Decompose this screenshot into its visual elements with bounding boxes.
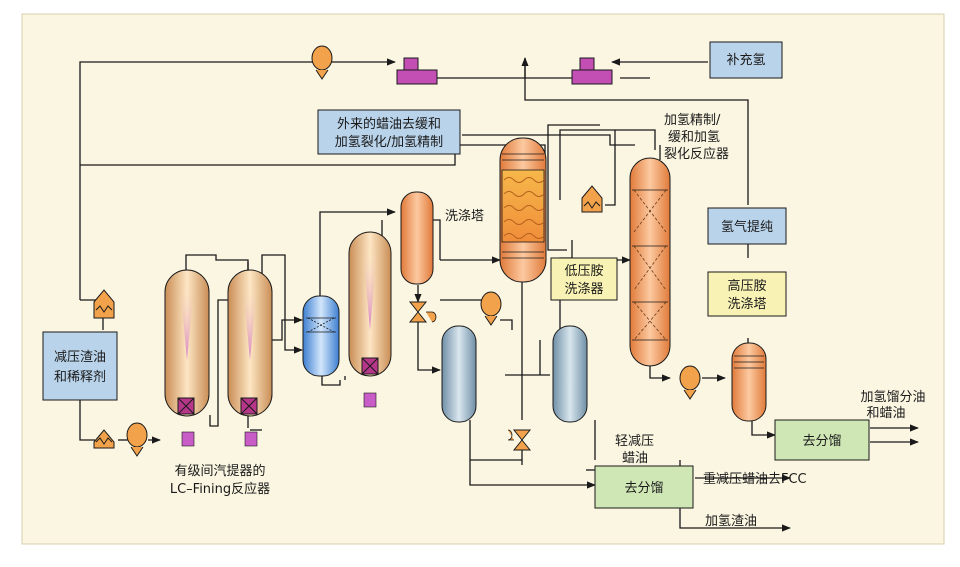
lc-fining-reactor-2 — [227, 269, 273, 447]
distillate-label-line1: 加氢馏分油 — [860, 390, 925, 405]
light-vgo-label-line2: 蜡油 — [622, 451, 648, 466]
light-vgo-label-line1: 轻减压 — [615, 434, 654, 449]
fractionation-label-2: 去分馏 — [624, 481, 663, 496]
diagram-background — [21, 13, 945, 545]
compressor-icon — [396, 57, 438, 85]
heavy-vgo-label: 重减压蜡油去FCC — [703, 471, 807, 487]
external-feed-label-line2: 加氢裂化/加氢精制 — [335, 135, 443, 150]
pump-icon — [480, 291, 502, 326]
heater-icon — [581, 185, 603, 213]
hydrotreating-reactor — [629, 157, 671, 367]
hp-amine-label-line1: 高压胺 — [727, 278, 766, 294]
heater-icon — [93, 429, 115, 449]
hydro-residue-label: 加氢渣油 — [705, 514, 757, 529]
pump-icon — [126, 422, 148, 457]
makeup-h2-box — [709, 41, 783, 79]
lp-separator-vessel — [441, 325, 477, 423]
blue-separator-vessel — [302, 295, 340, 377]
makeup-h2-label: 补充氢 — [726, 52, 765, 68]
stripper-vessel — [552, 325, 588, 423]
lc-fining-label-line1: 有级间汽提器的 — [174, 463, 265, 479]
lc-fining-reactor-3 — [348, 231, 392, 408]
hp-amine-label-line2: 洗涤塔 — [727, 297, 766, 312]
h2-purification-box — [707, 207, 787, 245]
wash-tower — [499, 137, 547, 283]
hydrotreating-label-line2: 缓和加氢 — [668, 130, 720, 145]
heater-icon — [93, 289, 115, 319]
lp-amine-box — [550, 257, 618, 301]
lc-fining-label-line2: LC–Fining反应器 — [170, 481, 270, 497]
pump-icon — [311, 45, 333, 80]
control-valve-icon — [507, 429, 532, 451]
compressor-icon — [571, 57, 613, 85]
control-valve-icon — [408, 301, 437, 323]
fractionation-label-1: 去分馏 — [802, 434, 841, 449]
external-feed-label-line1: 外来的蜡油去缓和 — [337, 116, 441, 132]
pump-icon — [679, 365, 701, 400]
hydrotreating-label-line1: 加氢精制/ — [664, 113, 721, 128]
lp-amine-label-line1: 低压胺 — [564, 264, 603, 279]
fractionation-box-1 — [774, 419, 870, 461]
distillate-label-line2: 和蜡油 — [866, 406, 905, 421]
product-separator-vessel — [731, 342, 767, 422]
lp-amine-label-line2: 洗涤器 — [564, 282, 603, 297]
feed-box — [42, 331, 118, 401]
fractionation-box-2 — [594, 465, 694, 509]
external-feed-box — [317, 109, 461, 155]
wash-tower-label: 洗涤塔 — [445, 209, 484, 224]
feed-label-line2: 和稀释剂 — [54, 370, 106, 385]
feed-label-line1: 减压渣油 — [54, 350, 106, 365]
hydrotreating-label-line3: 裂化反应器 — [664, 146, 729, 162]
hp-amine-box — [707, 271, 787, 317]
h2-purification-label: 氢气提纯 — [721, 219, 773, 235]
hp-separator-vessel — [400, 191, 434, 285]
lc-fining-reactor-1 — [164, 269, 210, 447]
